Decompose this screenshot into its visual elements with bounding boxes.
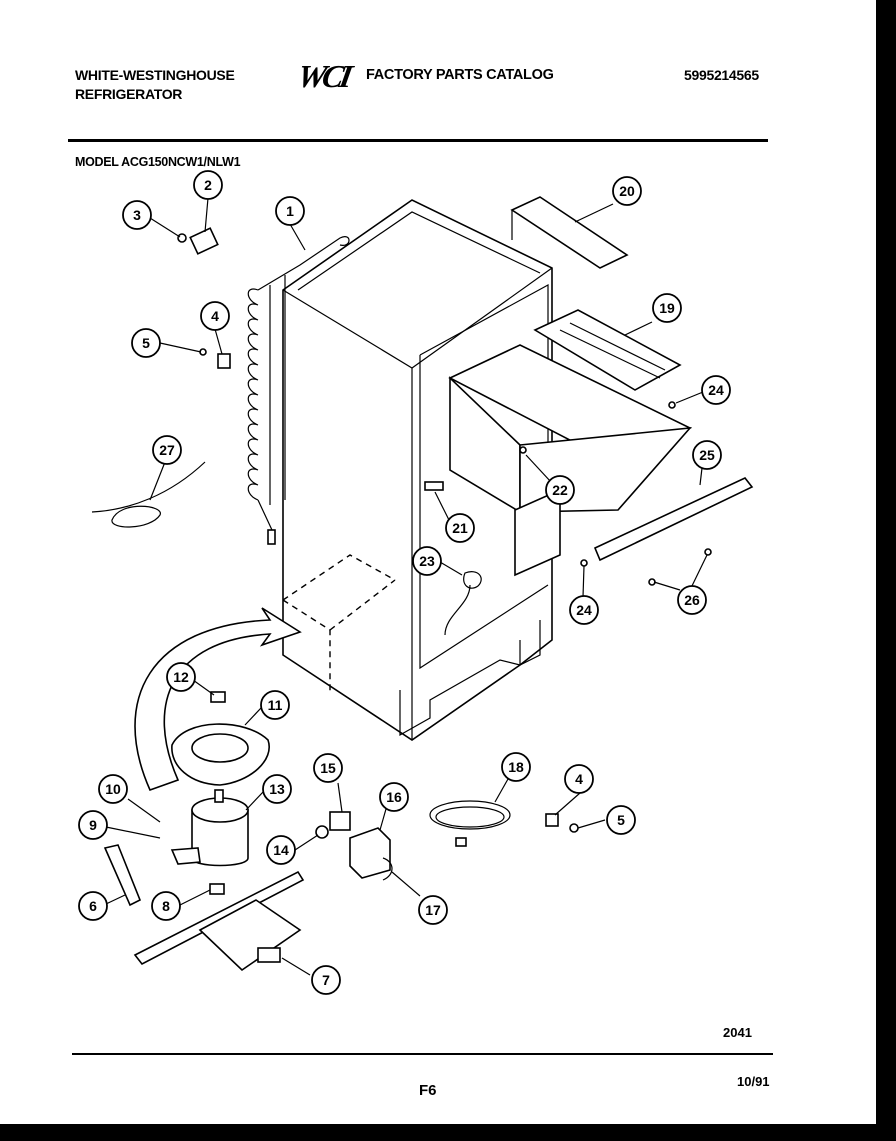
- callout-7: 7: [311, 965, 341, 995]
- svg-text:4: 4: [575, 771, 583, 787]
- svg-text:1: 1: [286, 203, 294, 219]
- callout-12: 12: [166, 662, 196, 692]
- svg-text:25: 25: [699, 447, 715, 463]
- brand-name: WHITE-WESTINGHOUSE: [75, 67, 235, 83]
- leader-lines: [105, 197, 708, 976]
- callout-18: 18: [501, 752, 531, 782]
- callout-10: 10: [98, 774, 128, 804]
- callout-26: 26: [677, 585, 707, 615]
- svg-text:13: 13: [269, 781, 285, 797]
- svg-text:20: 20: [619, 183, 635, 199]
- svg-text:14: 14: [273, 842, 289, 858]
- product-type: REFRIGERATOR: [75, 86, 183, 102]
- page-border-bottom: [0, 1124, 896, 1141]
- svg-text:5: 5: [617, 812, 625, 828]
- svg-text:7: 7: [322, 972, 330, 988]
- svg-text:24: 24: [576, 602, 592, 618]
- svg-text:4: 4: [211, 308, 219, 324]
- svg-text:17: 17: [425, 902, 441, 918]
- svg-text:21: 21: [452, 520, 468, 536]
- compressor: [170, 789, 249, 895]
- revision-date: 10/91: [737, 1074, 770, 1089]
- callout-24-upper: 24: [701, 375, 731, 405]
- condenser-coil: [247, 236, 350, 545]
- model-number: MODEL ACG150NCW1/NLW1: [75, 155, 241, 169]
- svg-text:27: 27: [159, 442, 175, 458]
- move-arrow: [134, 607, 302, 792]
- callout-4-lower: 4: [564, 764, 594, 794]
- svg-text:12: 12: [173, 669, 189, 685]
- page-number: F6: [419, 1082, 437, 1099]
- callout-11: 11: [260, 690, 290, 720]
- drain-pan: [171, 691, 270, 786]
- catalog-title: FACTORY PARTS CATALOG: [366, 67, 554, 83]
- callout-13: 13: [262, 774, 292, 804]
- callout-23: 23: [412, 546, 442, 576]
- svg-text:10: 10: [105, 781, 121, 797]
- callout-16: 16: [379, 782, 409, 812]
- svg-text:2: 2: [204, 177, 212, 193]
- callout-25: 25: [692, 440, 722, 470]
- callout-9: 9: [78, 810, 108, 840]
- svg-text:26: 26: [684, 592, 700, 608]
- callout-8: 8: [151, 891, 181, 921]
- svg-text:22: 22: [552, 482, 568, 498]
- callout-15: 15: [313, 753, 343, 783]
- svg-text:18: 18: [508, 759, 524, 775]
- svg-text:23: 23: [419, 553, 435, 569]
- callout-2: 2: [193, 170, 223, 200]
- callout-20: 20: [612, 176, 642, 206]
- callout-24-lower: 24: [569, 595, 599, 625]
- cabinet-illustration: [282, 199, 553, 741]
- small-parts: [91, 227, 712, 907]
- callout-5-lower: 5: [606, 805, 636, 835]
- drawing-number: 2041: [723, 1025, 752, 1040]
- svg-text:9: 9: [89, 817, 97, 833]
- callout-14: 14: [266, 835, 296, 865]
- footer-rule: [72, 1053, 773, 1055]
- callout-22: 22: [545, 475, 575, 505]
- svg-text:15: 15: [320, 760, 336, 776]
- svg-text:3: 3: [133, 207, 141, 223]
- freezer-compartment: [448, 196, 754, 577]
- svg-text:6: 6: [89, 898, 97, 914]
- callout-19: 19: [652, 293, 682, 323]
- svg-text:8: 8: [162, 898, 170, 914]
- base-pan: [133, 870, 305, 972]
- callout-21: 21: [445, 513, 475, 543]
- svg-text:5: 5: [142, 335, 150, 351]
- callout-27: 27: [152, 435, 182, 465]
- callout-3: 3: [122, 200, 152, 230]
- callout-6: 6: [78, 891, 108, 921]
- svg-text:24: 24: [708, 382, 724, 398]
- callout-17: 17: [418, 895, 448, 925]
- svg-text:11: 11: [268, 697, 283, 713]
- callout-4-upper: 4: [200, 301, 230, 331]
- header-rule: [68, 139, 768, 142]
- callout-5-upper: 5: [131, 328, 161, 358]
- svg-text:16: 16: [386, 789, 402, 805]
- svg-text:19: 19: [659, 300, 675, 316]
- catalog-number: 5995214565: [684, 67, 759, 83]
- callout-1: 1: [275, 196, 305, 226]
- page-border-right: [876, 0, 896, 1141]
